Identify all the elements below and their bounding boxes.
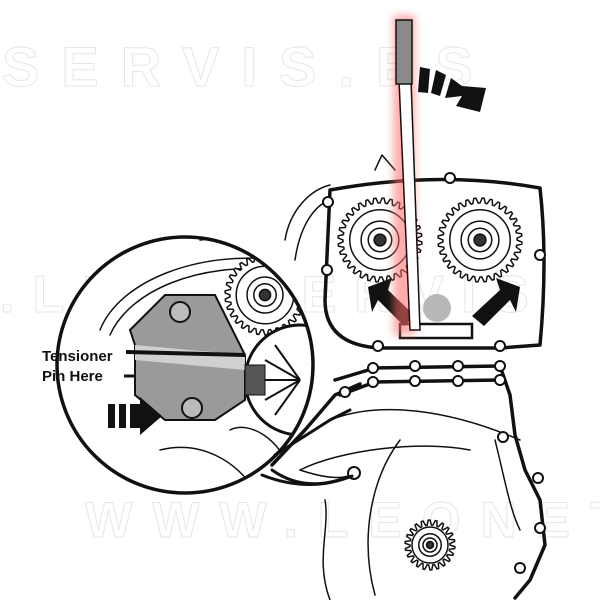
tensioner-label-line2: Pin Here: [42, 368, 103, 385]
watermark-bottom: WWW.LEONET: [85, 492, 600, 548]
timing-chain: [270, 360, 547, 600]
crankshaft-gear: [404, 519, 456, 571]
exhaust-cam-gear: [437, 197, 523, 283]
crank-sprocket: [404, 519, 456, 571]
locking-tool: [393, 15, 421, 335]
cam-lock-pin: [423, 294, 451, 322]
tensioner-callout: [55, 235, 354, 495]
tool-handle: [395, 19, 413, 85]
arrow-right-cam: [472, 278, 520, 326]
tensioner-label-line1: Tensioner: [42, 348, 113, 365]
cam-cover: [321, 172, 546, 352]
rotation-arrow-icon: [418, 67, 486, 112]
push-arrow-icon: [108, 397, 162, 435]
